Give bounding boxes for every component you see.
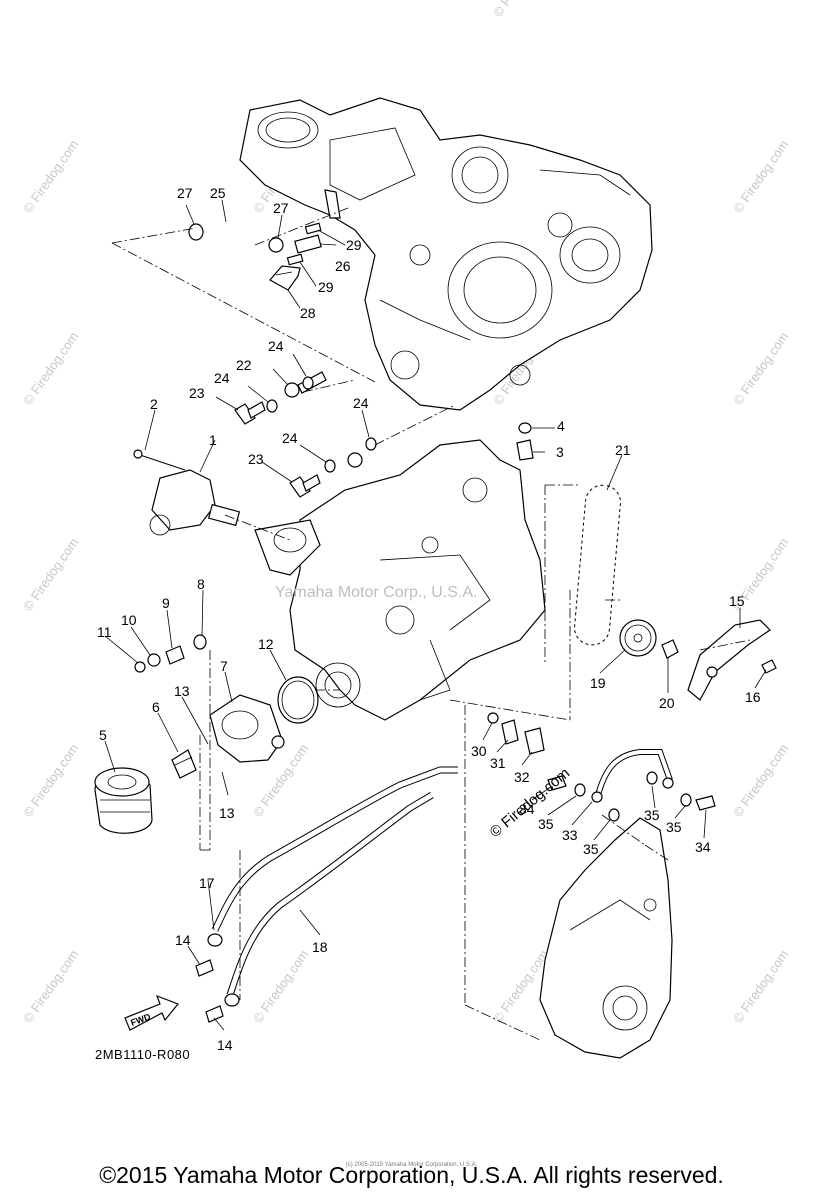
part-label: 21	[615, 442, 631, 458]
oil-pump-drawing	[133, 449, 241, 536]
hose-assembly-drawing	[188, 189, 341, 291]
part-label: 14	[217, 1037, 233, 1053]
part-label: 35	[644, 807, 660, 823]
o-ring-inner-drawing	[281, 680, 315, 720]
small-copyright-note: (c) 2005-2015 Yamaha Motor Corporation, …	[345, 1162, 478, 1168]
watermark-text: © Firedog.com	[490, 0, 551, 20]
part-label: 1	[209, 432, 217, 448]
part-label: 6	[152, 699, 160, 715]
part-label: 14	[175, 932, 191, 948]
part-label: 23	[248, 451, 264, 467]
part-label: 8	[197, 576, 205, 592]
part-label: 29	[318, 279, 334, 295]
watermark-text: © Firedog.com	[730, 947, 791, 1026]
part-label: 11	[97, 624, 112, 640]
oil-pump-chain-drawing	[573, 484, 622, 646]
crankcase-cover-drawing	[539, 817, 673, 1059]
part-label: 13	[174, 683, 190, 699]
part-label: 5	[99, 727, 107, 743]
watermark-text: © Firedog.com	[20, 947, 81, 1026]
sprocket-drawing	[619, 619, 679, 659]
inline-watermark: © Firedog.com	[487, 765, 573, 841]
bypass-valve-parts-drawing	[487, 712, 545, 755]
part-label: 32	[514, 769, 530, 785]
parts-diagram: © Firedog.com © Firedog.com © Firedog.co…	[20, 0, 791, 1059]
oil-pipes-drawing	[195, 766, 458, 1023]
part-label: 27	[177, 185, 193, 201]
part-label: 13	[219, 805, 235, 821]
lower-crankcase-drawing	[254, 439, 546, 721]
part-label: 17	[199, 875, 215, 891]
part-label: 28	[300, 305, 316, 321]
drain-plug-drawing	[516, 422, 534, 461]
watermark-text: © Firedog.com	[730, 137, 791, 216]
watermark-text: © Firedog.com	[20, 535, 81, 614]
part-label: 9	[162, 595, 170, 611]
part-label: 10	[121, 612, 137, 628]
part-label: 24	[214, 370, 230, 386]
oil-delivery-pipe-drawing	[284, 371, 363, 468]
part-label: 24	[282, 430, 298, 446]
part-label: 27	[273, 200, 289, 216]
watermark-text: © Firedog.com	[20, 329, 81, 408]
part-label: 19	[590, 675, 606, 691]
part-label: 24	[268, 338, 284, 354]
oil-filter-housing-drawing	[209, 694, 285, 763]
part-label: 34	[695, 839, 711, 855]
fwd-label: FWD	[129, 1011, 152, 1028]
center-watermark: Yamaha Motor Corp., U.S.A.	[275, 584, 478, 601]
part-label: 34	[519, 801, 535, 817]
oil-filter-drawing	[94, 749, 197, 834]
part-label: 31	[490, 755, 506, 771]
part-label: 3	[556, 444, 564, 460]
part-label: 35	[538, 816, 554, 832]
watermark-text: © Firedog.com	[730, 741, 791, 820]
part-label: 22	[236, 357, 252, 373]
part-label: 4	[557, 418, 565, 434]
o-ring-drawing	[277, 676, 319, 724]
upper-crankcase-drawing	[239, 97, 653, 411]
alignment-lines	[111, 207, 751, 1041]
chain-guide-drawing	[687, 619, 777, 701]
washer-drawing	[266, 376, 377, 473]
part-labels: 1 2 3 4 5 6 7 8 9 10 11 12 13 13 14 14 1…	[97, 185, 761, 1053]
watermark-text: © Firedog.com	[20, 137, 81, 216]
part-label: 2	[150, 396, 158, 412]
part-label: 24	[353, 395, 369, 411]
relief-valve-parts-drawing	[134, 634, 207, 673]
part-label: 23	[189, 385, 205, 401]
part-label: 15	[729, 593, 745, 609]
watermark-text: © Firedog.com	[20, 741, 81, 820]
right-oil-pipe-drawing	[547, 749, 716, 822]
watermark-text: © Firedog.com	[250, 947, 311, 1026]
part-label: 18	[312, 939, 328, 955]
part-label: 35	[666, 819, 682, 835]
part-label: 33	[562, 827, 578, 843]
part-label: 30	[471, 743, 487, 759]
leader-lines	[104, 199, 767, 1031]
part-label: 26	[335, 258, 351, 274]
fwd-arrow: FWD	[124, 994, 179, 1031]
part-label: 35	[583, 841, 599, 857]
part-label: 20	[659, 695, 675, 711]
diagram-reference-code: 2MB1110-R080	[95, 1047, 191, 1062]
part-label: 25	[210, 185, 226, 201]
copyright-footer: ©2015 Yamaha Motor Corporation, U.S.A. A…	[99, 1162, 724, 1188]
watermark-text: © Firedog.com	[730, 329, 791, 408]
part-label: 16	[745, 689, 761, 705]
union-bolt-drawing	[234, 401, 321, 498]
part-label: 12	[258, 636, 274, 652]
part-label: 7	[220, 658, 228, 674]
part-label: 29	[346, 237, 362, 253]
